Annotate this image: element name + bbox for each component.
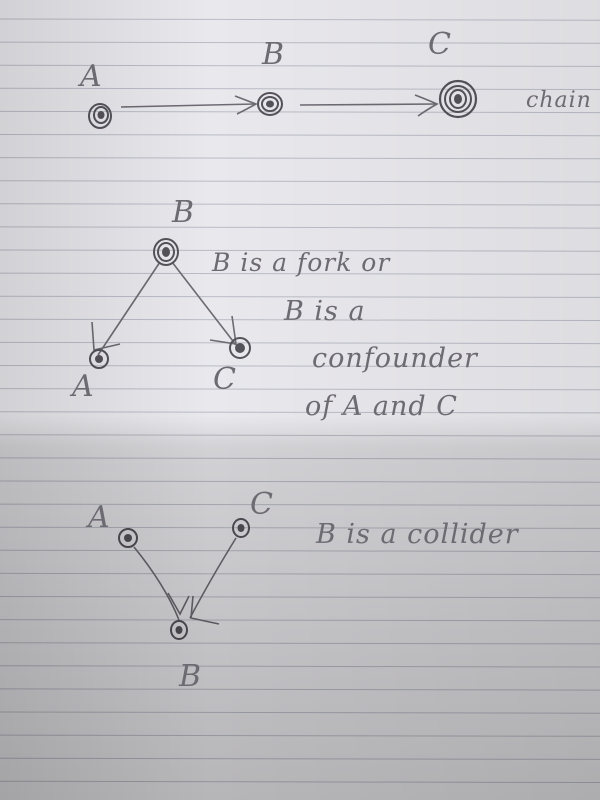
chain-node-a-label: A	[80, 59, 102, 94]
collider-node-c-label: C	[250, 487, 273, 522]
fork-annotation-line-2: B is a	[284, 296, 366, 327]
fork-annotation-line-4: of A and C	[305, 391, 458, 422]
chain-node-b-label: B	[262, 37, 285, 72]
collider-node-a-label: A	[88, 500, 110, 535]
chain-annotation: chain	[526, 88, 592, 113]
fork-node-a-label: A	[72, 369, 94, 404]
collider-node-b-label: B	[179, 659, 202, 694]
fork-node-b-label: B	[172, 195, 195, 230]
fork-node-c-label: C	[213, 362, 236, 397]
chain-node-c-label: C	[428, 27, 451, 62]
collider-annotation: B is a collider	[316, 519, 519, 550]
fork-annotation-line-3: confounder	[312, 343, 478, 374]
fork-annotation-line-1: B is a fork or	[212, 248, 391, 277]
